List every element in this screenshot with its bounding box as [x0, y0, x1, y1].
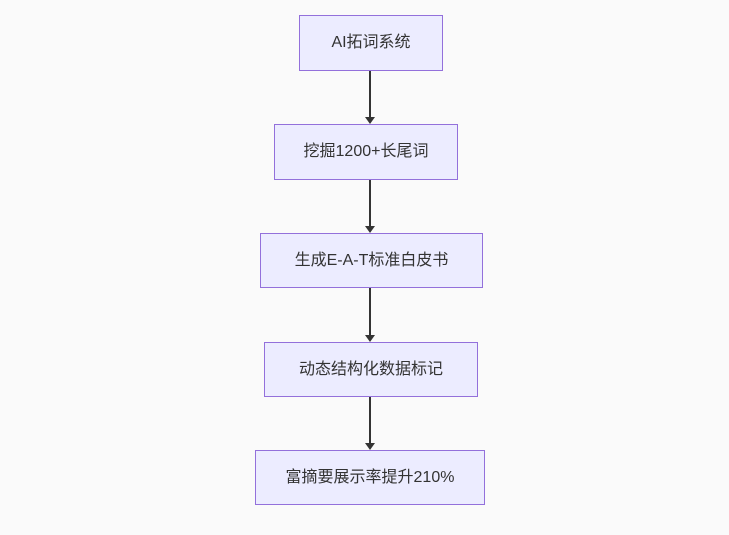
flowchart-edge-1: [365, 71, 375, 124]
arrowhead-down-icon: [365, 335, 375, 342]
arrowhead-down-icon: [365, 226, 375, 233]
flowchart-node-ai-expansion-system: AI拓词系统: [299, 15, 443, 71]
flowchart-node-rich-snippet-rate: 富摘要展示率提升210%: [255, 450, 485, 505]
edge-line: [369, 180, 371, 226]
flowchart-node-longtail-keywords: 挖掘1200+长尾词: [274, 124, 458, 180]
arrowhead-down-icon: [365, 117, 375, 124]
flowchart-edge-3: [365, 288, 375, 342]
flowchart-node-structured-data-markup: 动态结构化数据标记: [264, 342, 478, 397]
flowchart-edge-4: [365, 397, 375, 450]
edge-line: [369, 397, 371, 443]
arrowhead-down-icon: [365, 443, 375, 450]
edge-line: [369, 71, 371, 117]
flowchart-edge-2: [365, 180, 375, 233]
flowchart-node-eat-whitepaper: 生成E-A-T标准白皮书: [260, 233, 483, 288]
edge-line: [369, 288, 371, 335]
